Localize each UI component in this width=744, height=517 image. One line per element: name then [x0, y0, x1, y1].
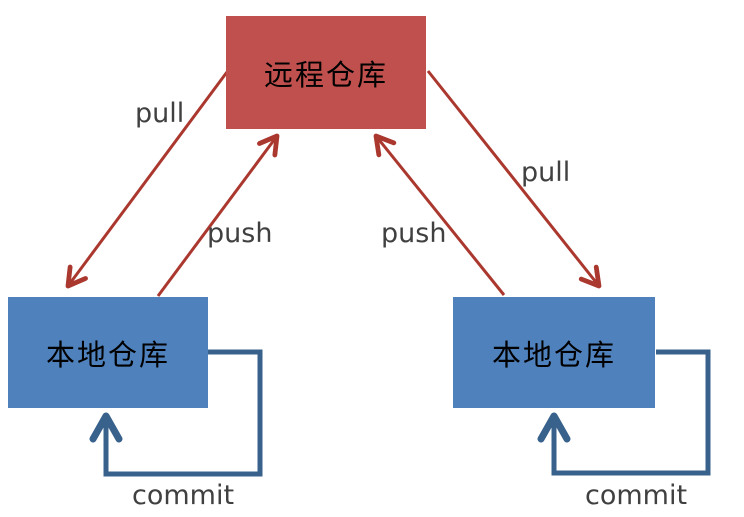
pull-arrow-left	[65, 71, 229, 289]
local-repo-node-left: 本地仓库	[8, 297, 208, 408]
local-repo-node-right: 本地仓库	[453, 297, 655, 408]
remote-repo-label: 远程仓库	[263, 57, 388, 92]
local-repo-left-label: 本地仓库	[45, 337, 170, 372]
push-label-right: push	[381, 218, 447, 249]
commit-label-right: commit	[585, 480, 688, 511]
push-label-left: push	[207, 218, 273, 249]
pull-label-right: pull	[521, 157, 571, 188]
local-repo-right-label: 本地仓库	[491, 337, 616, 372]
remote-repo-node: 远程仓库	[226, 16, 426, 129]
pull-label-left: pull	[135, 98, 185, 129]
commit-loop-left	[89, 349, 263, 477]
push-arrow-right	[373, 133, 506, 296]
pull-arrow-right	[426, 70, 602, 289]
commit-label-left: commit	[132, 480, 235, 511]
commit-loop-right	[537, 349, 711, 476]
push-arrow-left	[156, 133, 280, 297]
